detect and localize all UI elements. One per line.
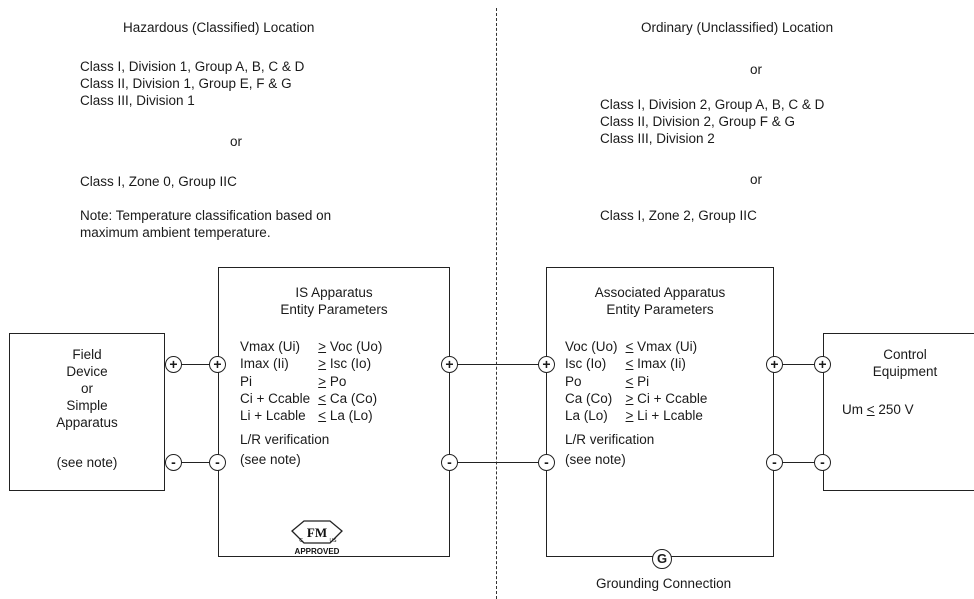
control-um-rating: Um < 250 V xyxy=(842,402,914,417)
param-condition: > Voc (Uo) xyxy=(318,339,383,354)
fm-logo-approved: APPROVED xyxy=(295,547,340,556)
param-condition: > Po xyxy=(318,373,347,389)
param-condition: > Li + Lcable xyxy=(625,408,703,424)
param-name: Ci + Ccable xyxy=(240,390,311,406)
is-lr-verification: L/R verification xyxy=(240,432,330,447)
grounding-connection-label: Grounding Connection xyxy=(596,576,732,591)
minus-terminal: - xyxy=(209,454,226,471)
wire-field-minus xyxy=(173,462,217,464)
hazardous-title: Hazardous (Classified) Location xyxy=(123,20,315,35)
field-device-label: Device xyxy=(66,364,108,379)
wire-field-plus xyxy=(173,364,217,366)
associated-apparatus-title: Associated Apparatus xyxy=(594,285,726,300)
control-equipment-label: Control xyxy=(883,347,927,362)
param-row: Ca (Co) > Ci + Ccable xyxy=(565,390,707,407)
is-apparatus-subtitle: Entity Parameters xyxy=(280,302,388,317)
param-row: La (Lo) > Li + Lcable xyxy=(565,407,707,424)
grounding-terminal: G xyxy=(652,549,672,569)
param-row: Pi > Po xyxy=(240,373,382,390)
is-apparatus-box xyxy=(218,267,450,557)
ordinary-zone: Class I, Zone 2, Group IIC xyxy=(600,208,757,223)
field-device-label: or xyxy=(80,381,93,396)
hazardous-line: Class I, Division 1, Group A, B, C & D xyxy=(80,59,305,74)
param-row: Voc (Uo) < Vmax (Ui) xyxy=(565,338,707,355)
wire-interconnect-plus xyxy=(449,364,546,366)
control-equipment-box xyxy=(823,333,974,491)
param-name: Voc (Uo) xyxy=(565,339,618,354)
ordinary-title: Ordinary (Unclassified) Location xyxy=(641,20,834,35)
temperature-note-cont: maximum ambient temperature. xyxy=(80,225,271,240)
param-condition: > Ci + Ccable xyxy=(625,390,708,406)
ordinary-line: Class II, Division 2, Group F & G xyxy=(600,114,796,129)
param-name: Pi xyxy=(240,373,253,389)
plus-terminal: + xyxy=(165,356,182,373)
fm-logo-text: FM xyxy=(307,525,327,540)
location-divider xyxy=(496,8,497,599)
ordinary-line: Class III, Division 2 xyxy=(600,131,715,146)
associated-apparatus-box xyxy=(546,267,774,557)
param-row: Vmax (Ui) > Voc (Uo) xyxy=(240,338,382,355)
ordinary-or: or xyxy=(750,62,763,77)
param-condition: < Vmax (Ui) xyxy=(625,339,698,354)
control-equipment-label: Equipment xyxy=(872,364,938,379)
param-name: Imax (Ii) xyxy=(240,356,289,372)
minus-terminal: - xyxy=(441,454,458,471)
minus-terminal: - xyxy=(766,454,783,471)
param-condition: < Imax (Ii) xyxy=(625,356,686,372)
ordinary-or: or xyxy=(750,172,763,187)
plus-terminal: + xyxy=(766,356,783,373)
temperature-note: Note: Temperature classification based o… xyxy=(80,208,332,223)
param-name: Li + Lcable xyxy=(240,408,306,424)
hazardous-line: Class II, Division 1, Group E, F & G xyxy=(80,76,292,91)
is-see-note: (see note) xyxy=(240,452,301,467)
param-name: Isc (Io) xyxy=(565,356,607,372)
wire-interconnect-minus xyxy=(449,462,546,464)
param-row: Isc (Io) < Imax (Ii) xyxy=(565,355,707,372)
is-entity-parameters: Vmax (Ui)> Voc (Uo) Imax (Ii)> Isc (Io) … xyxy=(240,338,382,424)
associated-see-note: (see note) xyxy=(565,452,626,467)
field-device-note: (see note) xyxy=(56,455,118,470)
plus-terminal: + xyxy=(209,356,226,373)
associated-apparatus-subtitle: Entity Parameters xyxy=(606,302,714,317)
minus-terminal: - xyxy=(814,454,831,471)
param-row: Li + Lcable < La (Lo) xyxy=(240,407,382,424)
plus-terminal: + xyxy=(441,356,458,373)
field-device-label: Field xyxy=(72,347,102,362)
minus-terminal: - xyxy=(538,454,555,471)
param-row: Po < Pi xyxy=(565,373,707,390)
hazardous-zone: Class I, Zone 0, Group IIC xyxy=(80,174,237,189)
param-name: Ca (Co) xyxy=(565,390,613,406)
minus-terminal: - xyxy=(165,454,182,471)
field-device-box xyxy=(9,333,165,491)
fm-logo-us: US xyxy=(330,538,338,544)
associated-lr-verification: L/R verification xyxy=(565,432,655,447)
associated-entity-parameters: Voc (Uo)< Vmax (Ui) Isc (Io)< Imax (Ii) … xyxy=(565,338,707,424)
wire-control-minus xyxy=(774,462,822,464)
wire-control-plus xyxy=(774,364,822,366)
param-condition: < Pi xyxy=(625,373,650,389)
param-name: La (Lo) xyxy=(565,408,608,424)
hazardous-line: Class III, Division 1 xyxy=(80,93,195,108)
param-condition: > Isc (Io) xyxy=(318,356,372,372)
plus-terminal: + xyxy=(814,356,831,373)
fm-approved-logo: FM C US APPROVED xyxy=(291,520,343,556)
param-name: Vmax (Ui) xyxy=(240,339,300,354)
field-device-label: Apparatus xyxy=(56,415,118,430)
field-device-label: Simple xyxy=(66,398,108,413)
param-row: Imax (Ii) > Isc (Io) xyxy=(240,355,382,372)
is-apparatus-title: IS Apparatus xyxy=(295,285,373,300)
fm-logo-outline xyxy=(291,520,343,544)
param-condition: < Ca (Co) xyxy=(318,390,378,406)
plus-terminal: + xyxy=(538,356,555,373)
fm-logo-c: C xyxy=(299,538,303,544)
param-row: Ci + Ccable < Ca (Co) xyxy=(240,390,382,407)
param-condition: < La (Lo) xyxy=(318,408,373,424)
ordinary-line: Class I, Division 2, Group A, B, C & D xyxy=(600,97,825,112)
hazardous-or: or xyxy=(230,134,243,149)
param-name: Po xyxy=(565,373,582,389)
